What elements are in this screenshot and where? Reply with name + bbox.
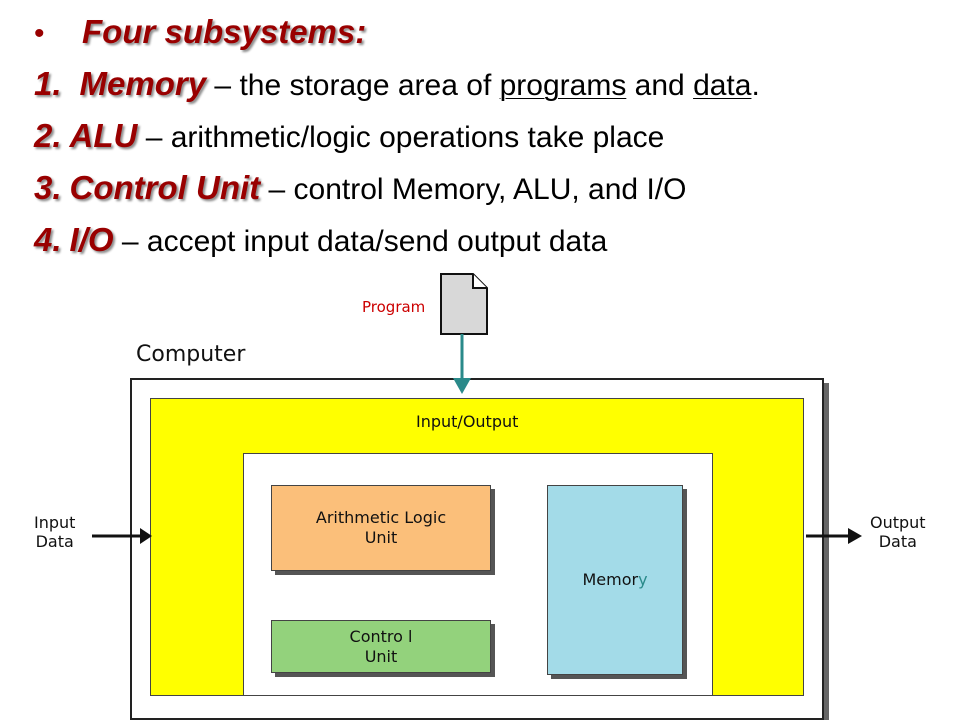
item-term: I/O bbox=[69, 221, 114, 258]
item-number: 4. bbox=[34, 221, 62, 258]
item-dash: – bbox=[260, 173, 294, 206]
cu-label-line2: Unit bbox=[364, 646, 398, 666]
item-desc-part: the storage area of bbox=[239, 69, 500, 102]
io-label: Input/Output bbox=[416, 412, 519, 431]
item-number: 1. bbox=[34, 65, 62, 102]
document-icon bbox=[440, 273, 488, 335]
program-label: Program bbox=[362, 298, 426, 316]
list-item-control-unit: 3.Control Unit – control Memory, ALU, an… bbox=[34, 170, 686, 208]
list-item-alu: 2.ALU – arithmetic/logic operations take… bbox=[34, 118, 664, 156]
alu-label-line2: Unit bbox=[364, 528, 398, 547]
item-desc-part: and bbox=[626, 69, 694, 102]
input-label-line1: Input bbox=[34, 513, 76, 532]
arrow-down-icon bbox=[453, 334, 471, 394]
input-label-line2: Data bbox=[35, 532, 74, 551]
item-number: 2. bbox=[34, 117, 62, 154]
output-data-label: Output Data bbox=[870, 513, 926, 551]
memory-label-tail: y bbox=[638, 570, 648, 589]
item-desc-link-programs: programs bbox=[499, 69, 627, 102]
item-desc: control Memory, ALU, and I/O bbox=[293, 173, 687, 206]
item-desc: arithmetic/logic operations take place bbox=[170, 121, 665, 154]
computer-diagram: Computer Program Input/Output Arithmetic… bbox=[0, 270, 960, 720]
cu-label-line1: Contro l bbox=[349, 626, 413, 646]
heading-text: Four subsystems: bbox=[82, 13, 367, 50]
item-term: Memory bbox=[79, 65, 207, 102]
item-term: ALU bbox=[69, 117, 138, 154]
item-term: Control Unit bbox=[69, 169, 261, 206]
item-desc-part: . bbox=[751, 69, 760, 102]
alu-label-line1: Arithmetic Logic bbox=[315, 508, 447, 527]
arrow-right-icon bbox=[806, 528, 862, 544]
item-dash: – bbox=[137, 121, 171, 154]
item-desc: accept input data/send output data bbox=[146, 225, 608, 258]
output-label-line1: Output bbox=[870, 513, 926, 532]
item-desc-link-data: data bbox=[693, 69, 752, 102]
bullet-icon: • bbox=[34, 17, 45, 50]
arrow-right-icon bbox=[92, 528, 152, 544]
output-label-line2: Data bbox=[878, 532, 917, 551]
subsystem-list: • Four subsystems: 1. Memory – the storage… bbox=[0, 0, 960, 270]
alu-block: Arithmetic Logic Unit bbox=[271, 485, 491, 571]
input-data-label: Input Data bbox=[34, 513, 75, 551]
memory-label: Memor bbox=[582, 570, 639, 589]
computer-label: Computer bbox=[136, 342, 246, 367]
diagram-arrows bbox=[92, 273, 862, 544]
item-dash: – bbox=[206, 69, 240, 102]
item-dash: – bbox=[113, 225, 147, 258]
memory-block: Memory bbox=[547, 485, 683, 675]
list-heading: • Four subsystems: bbox=[34, 14, 366, 52]
item-number: 3. bbox=[34, 169, 62, 206]
list-item-memory: 1.Memory – the storage area of programs … bbox=[34, 66, 760, 104]
control-unit-block: Contro l Unit bbox=[271, 620, 491, 673]
list-item-io: 4.I/O – accept input data/send output da… bbox=[34, 222, 607, 260]
